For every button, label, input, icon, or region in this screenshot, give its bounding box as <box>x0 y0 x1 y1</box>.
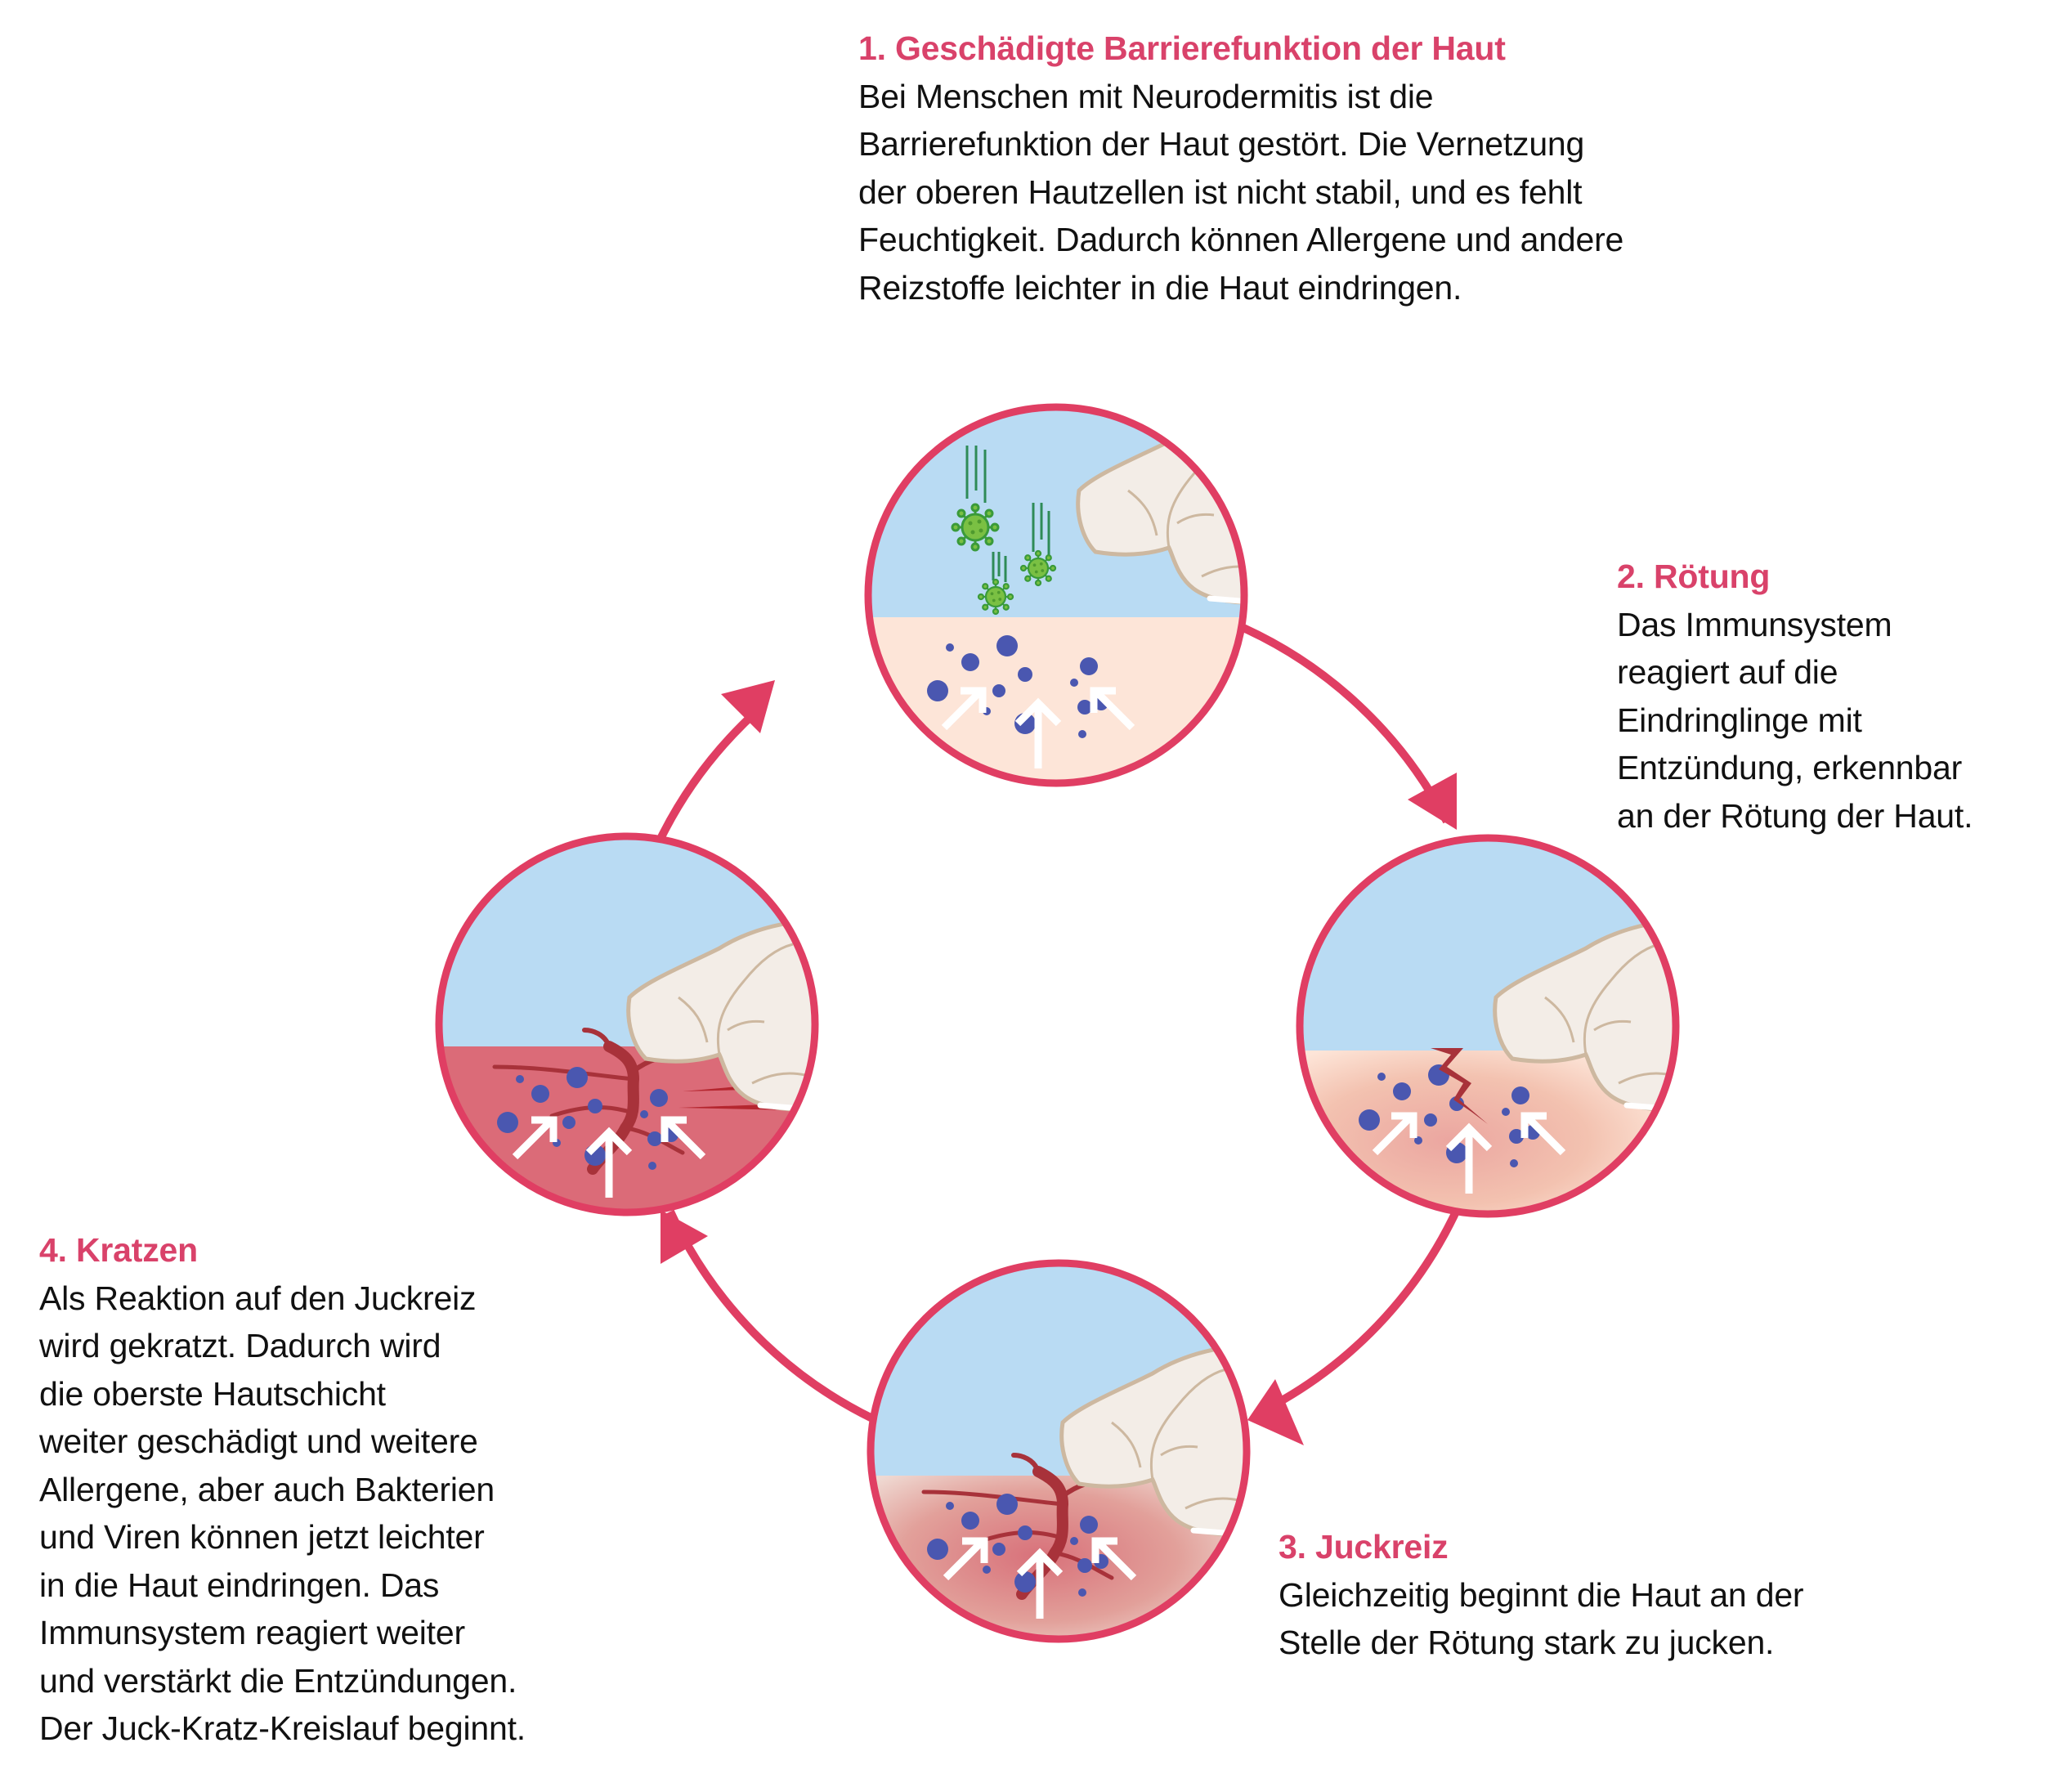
step-4-line: und verstärkt die Entzündungen. <box>39 1661 517 1700</box>
step-1-line: der oberen Hautzellen ist nicht stabil, … <box>858 172 1583 211</box>
step-2-line: Das Immunsystem <box>1617 605 1892 643</box>
step-2-line: Eindringlinge mit <box>1617 701 1862 739</box>
step-4-text: 4. Kratzen Als Reaktion auf den Juckreiz… <box>39 1226 526 1753</box>
step-4-line: die oberste Hautschicht <box>39 1374 386 1413</box>
cycle-arrows <box>656 620 1462 1422</box>
circle-step-4-scratch <box>435 832 819 1216</box>
falling-allergens-icon <box>951 446 1057 616</box>
step-4-line: Der Juck-Kratz-Kreislauf beginnt. <box>39 1709 526 1747</box>
crack-icon <box>1431 1048 1488 1124</box>
step-4-title: 4. Kratzen <box>39 1231 198 1269</box>
step-4-line: in die Haut eindringen. Das <box>39 1566 440 1604</box>
step-2-title: 2. Rötung <box>1617 558 1771 595</box>
step-3-text: 3. Juckreiz Gleichzeitig beginnt die Hau… <box>1279 1523 1804 1667</box>
step-4-line: Allergene, aber auch Bakterien <box>39 1470 495 1508</box>
step-1-line: Bei Menschen mit Neurodermitis ist die <box>858 77 1434 115</box>
step-4-line: und Viren können jetzt leichter <box>39 1518 485 1556</box>
step-4-line: Als Reaktion auf den Juckreiz <box>39 1279 477 1317</box>
arrowhead-to-3 <box>1247 1379 1304 1445</box>
arrow-3-to-4 <box>666 1209 875 1422</box>
step-2-text: 2. Rötung Das Immunsystem reagiert auf d… <box>1617 553 1973 840</box>
step-2-line: an der Rötung der Haut. <box>1617 796 1973 835</box>
step-1-title: 1. Geschädigte Barrierefunktion der Haut <box>858 29 1506 67</box>
step-4-line: Immunsystem reagiert weiter <box>39 1614 465 1651</box>
arrow-1-to-2 <box>1234 620 1451 824</box>
step-3-line: Stelle der Rötung stark zu jucken. <box>1279 1624 1775 1661</box>
step-4-line: wird gekratzt. Dadurch wird <box>39 1327 441 1364</box>
arrowhead-to-2 <box>1408 773 1457 830</box>
step-2-line: reagiert auf die <box>1617 653 1838 691</box>
step-2-line: Entzündung, erkennbar <box>1617 749 1963 786</box>
arrowhead-to-1 <box>721 680 775 733</box>
circle-step-1-barrier <box>864 403 1248 787</box>
step-3-line: Gleichzeitig beginnt die Haut an der <box>1279 1575 1804 1614</box>
step-1-text: 1. Geschädigte Barrierefunktion der Haut… <box>858 25 1623 311</box>
step-1-line: Reizstoffe leichter in die Haut eindring… <box>858 268 1462 307</box>
arrowhead-to-4 <box>661 1210 708 1264</box>
step-1-line: Feuchtigkeit. Dadurch können Allergene u… <box>858 221 1624 258</box>
step-1-line: Barrierefunktion der Haut gestört. Die V… <box>858 125 1585 163</box>
circle-step-2-redness <box>1296 834 1680 1218</box>
step-4-line: weiter geschädigt und weitere <box>39 1422 478 1460</box>
arrow-4-to-1 <box>656 716 751 843</box>
arrow-2-to-3 <box>1281 1206 1462 1404</box>
arrowheads <box>661 680 1457 1445</box>
step-3-title: 3. Juckreiz <box>1279 1528 1449 1566</box>
circle-step-3-itch <box>867 1259 1251 1643</box>
